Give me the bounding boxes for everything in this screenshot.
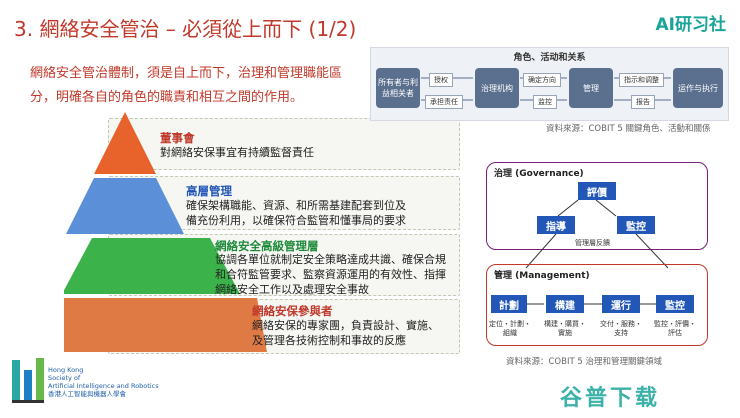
box-monitor: 監控 xyxy=(617,216,655,234)
figure-source: 資料來源：COBIT 5 關鍵角色、活動和關係 xyxy=(546,124,711,134)
tier-heading-participants: 網絡安保參與者 xyxy=(252,304,333,318)
label-set-direction: 确定方向 xyxy=(523,73,561,87)
governance-pyramid xyxy=(64,112,267,352)
box-plan: 計劃 xyxy=(491,295,527,313)
label-monitor: 监控 xyxy=(533,95,557,109)
box-direct: 指導 xyxy=(537,216,575,234)
feedback-label: 管理層反饋 xyxy=(575,239,610,247)
org-line: 香港人工智能與機器人學會 xyxy=(48,390,126,398)
label-instruct: 指示和调整 xyxy=(619,73,664,87)
box-management: 管理 xyxy=(569,68,613,108)
tier-line: 和合符監管要求、監察資源運用的有效性、指揮 xyxy=(215,268,446,281)
tier-line: 協調各單位就制定安全策略達成共識、確保合規 xyxy=(215,253,446,266)
figure-source: 資料來源：COBIT 5 治理和管理關鍵領域 xyxy=(506,357,662,367)
tier-line: 備充份利用，以確保符合監管和懂事局的要求 xyxy=(186,214,406,227)
pyramid-tier-senior xyxy=(66,178,184,234)
tier-line: 確保架構職能、資源、和所需基建配套到位及 xyxy=(186,199,406,212)
org-line: Artificial Intelligence and Robotics xyxy=(48,382,159,390)
box-monitor-mgmt: 監控 xyxy=(656,295,694,313)
label-authorize: 授权 xyxy=(429,73,453,87)
figure-title: 角色、活动和关系 xyxy=(513,53,586,63)
tier-line: 及管理各技術控制和事故的反應 xyxy=(252,334,406,347)
sub-monitor: 監控・評價・評估 xyxy=(654,320,696,337)
management-label: 管理 (Management) xyxy=(494,271,590,281)
intro-text: 網絡安全管治體制，須是自上而下，治理和管理職能區分，明確各自的角色的職責和相互之… xyxy=(30,66,343,105)
page-title: 3. 網絡安全管治 – 必須從上而下 (1/2) xyxy=(14,17,357,41)
label-accountable: 承担责任 xyxy=(425,95,463,109)
org-line: Hong Kong xyxy=(48,366,84,374)
tier-line: 網絡安保的專家團，負責設計、實施、 xyxy=(252,319,439,332)
roles-relationships-figure: 角色、活动和关系 所有者与利益相关者 治理机构 管理 运作与执行 授权 确定方向… xyxy=(370,47,729,121)
sub-run: 交付・服務・支持 xyxy=(600,320,642,337)
governance-arrows xyxy=(525,199,669,305)
box-run: 運行 xyxy=(602,295,640,313)
sub-build: 構建・購買・實施 xyxy=(544,320,586,337)
society-logo-icon xyxy=(12,358,44,403)
box-build: 構建 xyxy=(546,295,584,313)
governance-label: 治理 (Governance) xyxy=(494,169,584,179)
watermark: 谷普下载 xyxy=(560,386,661,411)
tier-line: 網絡安全工作以及處理安全事故 xyxy=(215,283,369,296)
tier-heading-board: 董事會 xyxy=(160,131,195,145)
box-stakeholders: 所有者与利益相关者 xyxy=(376,68,420,108)
brand-logo: AI研习社 xyxy=(655,15,726,35)
box-evaluate: 評價 xyxy=(578,182,616,200)
management-panel xyxy=(486,264,708,346)
org-line: Society of xyxy=(48,374,81,382)
org-name: Hong Kong Society of Artificial Intellig… xyxy=(48,366,159,398)
pyramid-tier-participants xyxy=(64,298,267,352)
box-operations: 运作与执行 xyxy=(673,68,723,108)
governance-panel xyxy=(486,162,708,250)
tier-box-board xyxy=(108,118,460,170)
box-governance-body: 治理机构 xyxy=(475,68,519,108)
sub-plan: 定位・計劃・組織 xyxy=(489,320,531,337)
pyramid-tier-board xyxy=(94,112,156,174)
pyramid-tier-security-mgmt xyxy=(64,238,240,294)
tier-heading-senior: 高層管理 xyxy=(186,184,232,198)
label-report: 报告 xyxy=(631,95,655,109)
tier-heading-security-mgmt: 網絡安全高級管理層 xyxy=(215,239,319,253)
tier-line: 對網絡安保事宜有持續監督責任 xyxy=(160,146,314,159)
